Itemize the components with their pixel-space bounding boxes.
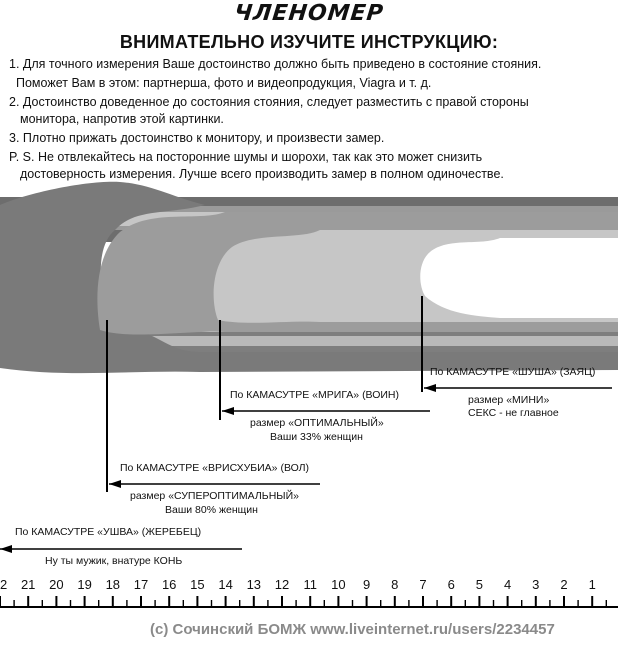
ruler-tick-label: 16 [161, 577, 177, 592]
ruler-tick-label: 1 [588, 577, 596, 592]
arrow-vrishubia-head [109, 480, 121, 488]
shape-shusha [420, 238, 618, 318]
ruler-tick-label: 22 [0, 577, 8, 592]
instruction-2-cont: монитора, напротив этой картинки. [20, 112, 224, 126]
shaft-bar-lower-light [0, 336, 618, 346]
arrow-ushva-head [0, 545, 12, 553]
ruler-tick-label: 21 [20, 577, 36, 592]
label-optimal-note: Ваши 33% женщин [270, 431, 363, 443]
instruction-3: 3. Плотно прижать достоинство к монитору… [9, 131, 385, 145]
ruler-tick-label: 3 [532, 577, 540, 592]
ruler-tick-label: 10 [331, 577, 346, 592]
page-subtitle: ВНИМАТЕЛЬНО ИЗУЧИТЕ ИНСТРУКЦИЮ: [119, 32, 499, 52]
ruler-tick-label: 7 [419, 577, 427, 592]
ruler-tick-marks [0, 596, 607, 607]
instruction-2: 2. Достоинство доведенное до состояния с… [9, 95, 529, 109]
label-vrishubia: По КАМАСУТРЕ «ВРИСХУБИА» (ВОЛ) [120, 462, 310, 474]
ruler-tick-label: 2 [560, 577, 568, 592]
label-shusha: По КАМАСУТРЕ «ШУША» (ЗАЯЦ) [430, 366, 596, 378]
credit-text: (c) Сочинский БОМЖ www.liveinternet.ru/u… [150, 621, 555, 638]
arrow-shusha-head [424, 384, 436, 392]
ruler-tick-label: 14 [218, 577, 233, 592]
ruler-tick-label: 12 [274, 577, 290, 592]
postscript-cont: достоверность измерения. Лучше всего про… [20, 167, 504, 181]
label-ushva-note: Ну ты мужик, внатуре КОНЬ [45, 555, 183, 567]
ruler-tick-label: 20 [49, 577, 64, 592]
ruler-tick-label: 9 [362, 577, 371, 592]
ruler-tick-label: 18 [105, 577, 121, 592]
ruler-tick-label: 19 [77, 577, 92, 592]
label-superopt-size: размер «СУПЕРОПТИМАЛЬНЫЙ» [130, 490, 299, 502]
ruler-tick-label: 13 [246, 577, 262, 592]
ruler-tick-label: 8 [391, 577, 399, 592]
ruler-tick-label: 11 [303, 577, 317, 592]
instruction-1-cont: Поможет Вам в этом: партнерша, фото и ви… [16, 76, 432, 90]
label-mini-note: СЕКС - не главное [468, 407, 559, 419]
shape-ushva-head [0, 181, 205, 205]
label-mini-size: размер «МИНИ» [468, 394, 550, 406]
label-ushva: По КАМАСУТРЕ «УШВА» (ЖЕРЕБЕЦ) [15, 526, 202, 538]
shape-ushva [0, 205, 618, 374]
instruction-1: 1. Для точного измерения Ваше достоинств… [9, 57, 542, 71]
ruler-tick-label: 4 [503, 577, 512, 592]
arrow-mriga-head [222, 407, 234, 415]
label-optimal-size: размер «ОПТИМАЛЬНЫЙ» [250, 417, 384, 429]
label-superopt-note: Ваши 80% женщин [165, 504, 258, 516]
ruler-tick-label: 6 [447, 577, 455, 592]
ruler-tick-label: 5 [475, 577, 483, 592]
ruler-tick-label: 15 [190, 577, 205, 592]
postscript: P. S. Не отвлекайтесь на посторонние шум… [9, 150, 483, 164]
ruler-tick-label: 17 [133, 577, 149, 592]
label-mriga: По КАМАСУТРЕ «МРИГА» (ВОИН) [230, 389, 400, 401]
